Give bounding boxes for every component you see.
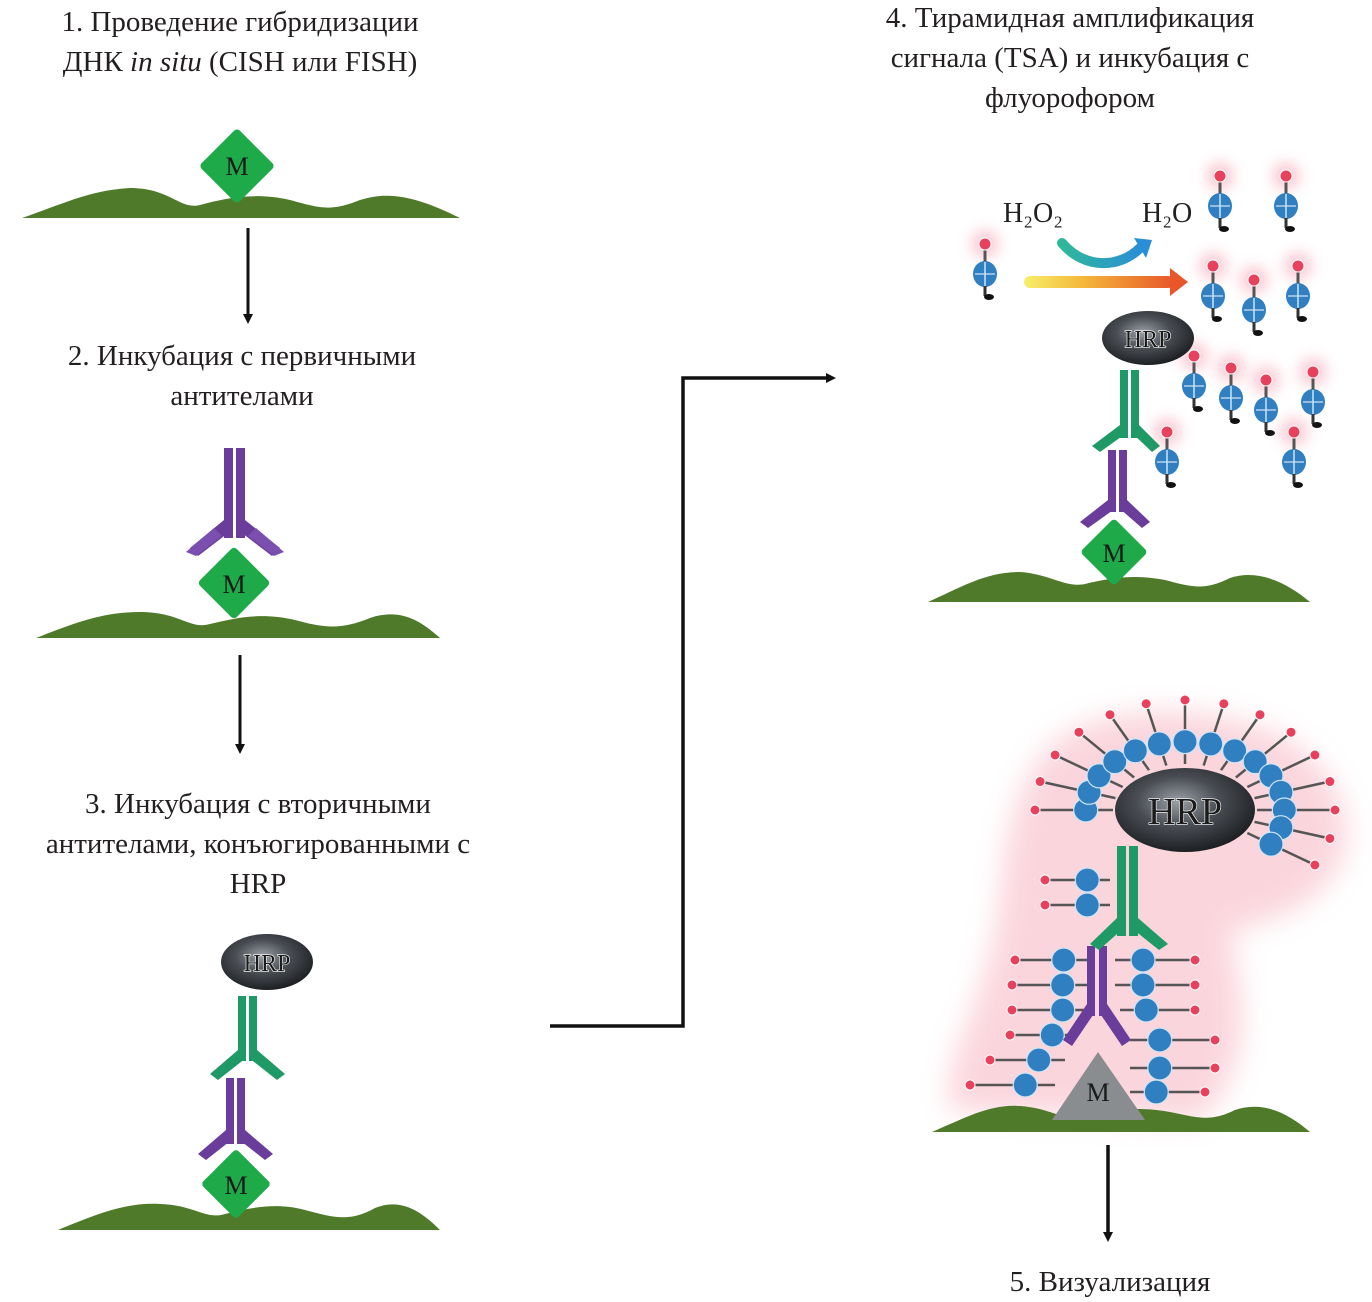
step-4-line-1: Тирамидная амплификация (914, 2, 1255, 34)
hrp-label-5: HRP (1148, 791, 1222, 833)
tissue-surface-1 (22, 188, 460, 218)
deposited-tyramide (1120, 997, 1201, 1023)
step-1-line-1: Проведение гибридизации (90, 6, 419, 38)
panel-2-primary-antibody: M (36, 448, 440, 754)
marker-label-4: M (1102, 539, 1125, 568)
marker-diamond-4 (1081, 519, 1147, 585)
marker-label-5: M (1086, 1078, 1109, 1107)
deposited-tyramide (1039, 892, 1110, 918)
deposited-tyramide (1235, 726, 1297, 779)
fluorescence-halo (948, 711, 1347, 1120)
deposited-tyramide (1029, 797, 1113, 823)
step-2-line-2: антителами (170, 380, 314, 412)
tissue-surface-3 (58, 1203, 440, 1230)
secondary-antibody-4 (1092, 370, 1160, 452)
arrow-3-to-4 (550, 373, 836, 1028)
primary-antibody-5 (1063, 946, 1131, 1046)
deposited-tyramide (1073, 726, 1135, 779)
deposited-tyramide (1257, 797, 1341, 823)
marker-diamond-2 (198, 547, 270, 619)
step-4-line-3: флуорофором (985, 82, 1155, 114)
deposited-tyramide (1130, 1079, 1211, 1105)
step-5-number: 5. (1009, 1266, 1032, 1298)
panel-5-visualization: M HRP (932, 694, 1347, 1242)
deposited-tyramide (1219, 709, 1266, 771)
free-tyramide (971, 230, 999, 300)
tissue-surface-4 (928, 572, 1310, 602)
step-4-label: 4. Тирамидная амплификация сигнала (TSA)… (830, 0, 1310, 118)
marker-diamond-1 (200, 129, 274, 203)
amplified-tyramide-deposit (964, 694, 1341, 1105)
marker-label-3: M (224, 1171, 247, 1200)
step-2-line-1: Инкубация с первичными (96, 340, 417, 372)
tissue-surface-2 (36, 612, 440, 638)
reaction-curve-arrow (1057, 238, 1145, 269)
step-1-italic: in situ (130, 46, 202, 78)
deposited-tyramide (1006, 972, 1090, 998)
panel-1-hybridization: M (22, 129, 460, 324)
panel-3-secondary-antibody: HRP M (58, 934, 440, 1230)
hrp-label-4: HRP (1125, 327, 1172, 353)
step-1-number: 1. (61, 6, 84, 38)
deposited-tyramide (1198, 698, 1230, 766)
step-3-line-1: Инкубация с вторичными (114, 788, 431, 820)
deposited-tyramide (964, 1072, 1055, 1098)
reactant-label: H₂O₂ (1003, 198, 1063, 229)
step-2-label: 2. Инкубация с первичными антителами (0, 336, 484, 416)
step-2-number: 2. (67, 340, 90, 372)
hrp-enzyme-5: HRP (1115, 768, 1255, 852)
secondary-antibody-5 (1090, 846, 1168, 950)
step-3-line-2: антителами, конъюгированными с (45, 828, 471, 860)
step-1-prefix: ДНК (62, 46, 131, 78)
hrp-label-3: HRP (244, 951, 291, 977)
deposited-tyramide (1115, 947, 1201, 973)
step-1-label: 1. Проведение гибридизации ДНК in situ (… (0, 2, 480, 82)
deposited-tyramide (1130, 1027, 1221, 1053)
deposited-tyramide (1006, 997, 1090, 1023)
deposited-tyramide (1104, 709, 1151, 771)
deposited-tyramide (1009, 947, 1090, 973)
step-4-line-2: сигнала (TSA) и инкубация с (890, 42, 1250, 74)
deposited-tyramide (1246, 749, 1321, 789)
step-5-line-1: Визуализация (1038, 1266, 1211, 1298)
panel-4-tyramide-amplification: H₂O₂ H₂O HRP (928, 162, 1327, 602)
deposited-tyramide (984, 1047, 1065, 1073)
deposited-tyramide (1049, 749, 1124, 789)
step-1-suffix: (CISH или FISH) (201, 46, 418, 78)
deposited-tyramide (1172, 694, 1198, 764)
hrp-enzyme-3: HRP (221, 934, 313, 990)
marker-label-1: M (225, 152, 248, 181)
deposited-tyramide (1039, 867, 1110, 893)
deposited-tyramide (1246, 831, 1321, 871)
marker-label-2: M (222, 570, 245, 599)
primary-antibody-4 (1080, 450, 1150, 528)
marker-triangle-5 (1052, 1052, 1145, 1120)
hrp-enzyme-4: HRP (1102, 311, 1194, 365)
primary-antibody-3 (198, 1078, 273, 1160)
deposited-tyramide (1140, 698, 1172, 766)
step-3-line-3: HRP (229, 868, 287, 900)
deposited-tyramide (1115, 972, 1201, 998)
step-5-label: 5. Визуализация (900, 1262, 1320, 1302)
step-4-number: 4. (885, 2, 908, 34)
reaction-direction-arrow (1024, 276, 1174, 288)
step-3-label: 3. Инкубация с вторичными антителами, ко… (0, 784, 516, 904)
deposited-tyramide (1004, 1022, 1075, 1048)
secondary-antibody-3 (210, 996, 285, 1080)
primary-antibody-2 (186, 448, 284, 556)
marker-diamond-3 (202, 1150, 270, 1218)
product-label: H₂O (1142, 198, 1192, 229)
step-3-number: 3. (85, 788, 107, 820)
